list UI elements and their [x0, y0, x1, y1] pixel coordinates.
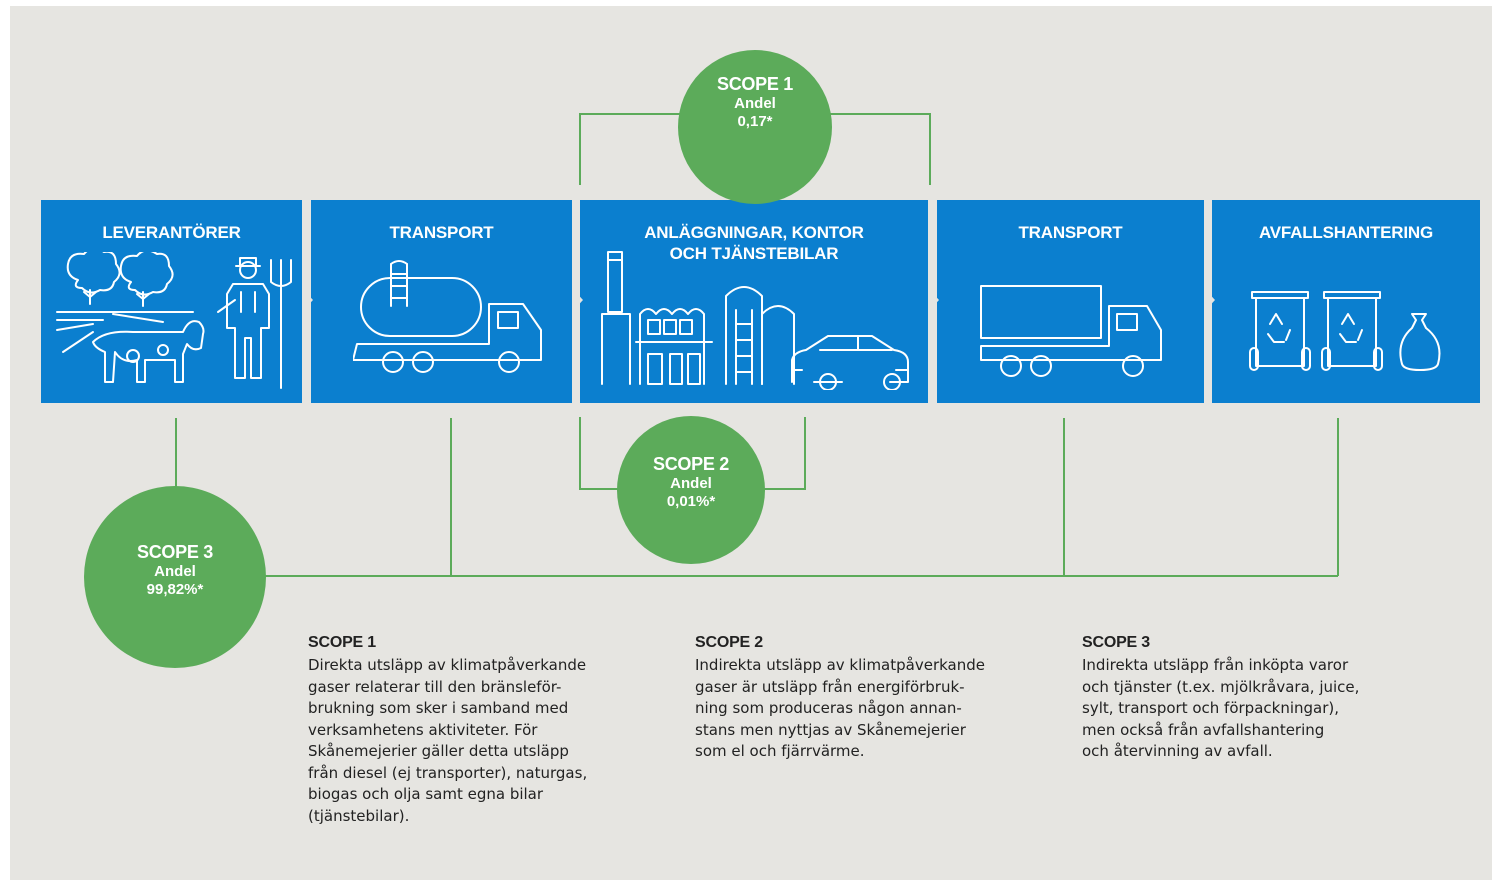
stage-facilities: ANLÄGGNINGAR, KONTOR OCH TJÄNSTEBILAR	[580, 200, 928, 403]
stage-transport-in: TRANSPORT	[311, 200, 572, 403]
description-title: SCOPE 1	[308, 634, 376, 651]
stage-label: ANLÄGGNINGAR, KONTOR OCH TJÄNSTEBILAR	[644, 223, 864, 263]
stage-label: TRANSPORT	[1018, 223, 1123, 242]
description-body: Direkta utsläpp av klimatpåverkande gase…	[308, 656, 588, 825]
scope1-title: SCOPE 1	[717, 74, 793, 94]
scope2-description: SCOPE 2 Indirekta utsläpp av klimatpåver…	[695, 634, 1065, 763]
stage-label: TRANSPORT	[389, 223, 494, 242]
factory-car-icon	[601, 251, 909, 390]
scope2-circle: SCOPE 2 Andel 0,01%*	[617, 416, 765, 564]
scope1-share-label: Andel	[734, 95, 776, 112]
description-title: SCOPE 3	[1082, 634, 1150, 651]
description-title: SCOPE 2	[695, 634, 763, 651]
stage-suppliers: LEVERANTÖRER	[41, 200, 302, 403]
scope2-title: SCOPE 2	[653, 454, 729, 474]
scope1-description: SCOPE 1 Direkta utsläpp av klimatpåverka…	[308, 634, 678, 827]
scope1-share-value: 0,17*	[737, 113, 773, 130]
scope2-share-value: 0,01%*	[666, 493, 716, 510]
stage-waste: AVFALLSHANTERING	[1212, 200, 1480, 403]
scope3-circle: SCOPE 3 Andel 99,82%*	[84, 486, 266, 668]
scope2-share-label: Andel	[670, 475, 712, 492]
scope3-title: SCOPE 3	[137, 542, 213, 562]
farm-icon	[56, 252, 292, 389]
stage-label: AVFALLSHANTERING	[1258, 223, 1434, 242]
scope3-share-value: 99,82%*	[146, 581, 204, 598]
recycling-bins-icon	[1249, 291, 1441, 371]
stage-label: LEVERANTÖRER	[102, 223, 241, 242]
scope1-circle: SCOPE 1 Andel 0,17*	[678, 50, 832, 204]
truck-icon	[980, 285, 1162, 377]
scope3-share-label: Andel	[154, 563, 196, 580]
tanker-truck-icon	[353, 260, 542, 373]
description-body: Indirekta utsläpp av klimatpåverkande ga…	[695, 656, 985, 760]
description-body: Indirekta utsläpp från inköpta varor och…	[1082, 656, 1360, 760]
scope3-description: SCOPE 3 Indirekta utsläpp från inköpta v…	[1082, 634, 1452, 763]
stage-transport-out: TRANSPORT	[937, 200, 1204, 403]
